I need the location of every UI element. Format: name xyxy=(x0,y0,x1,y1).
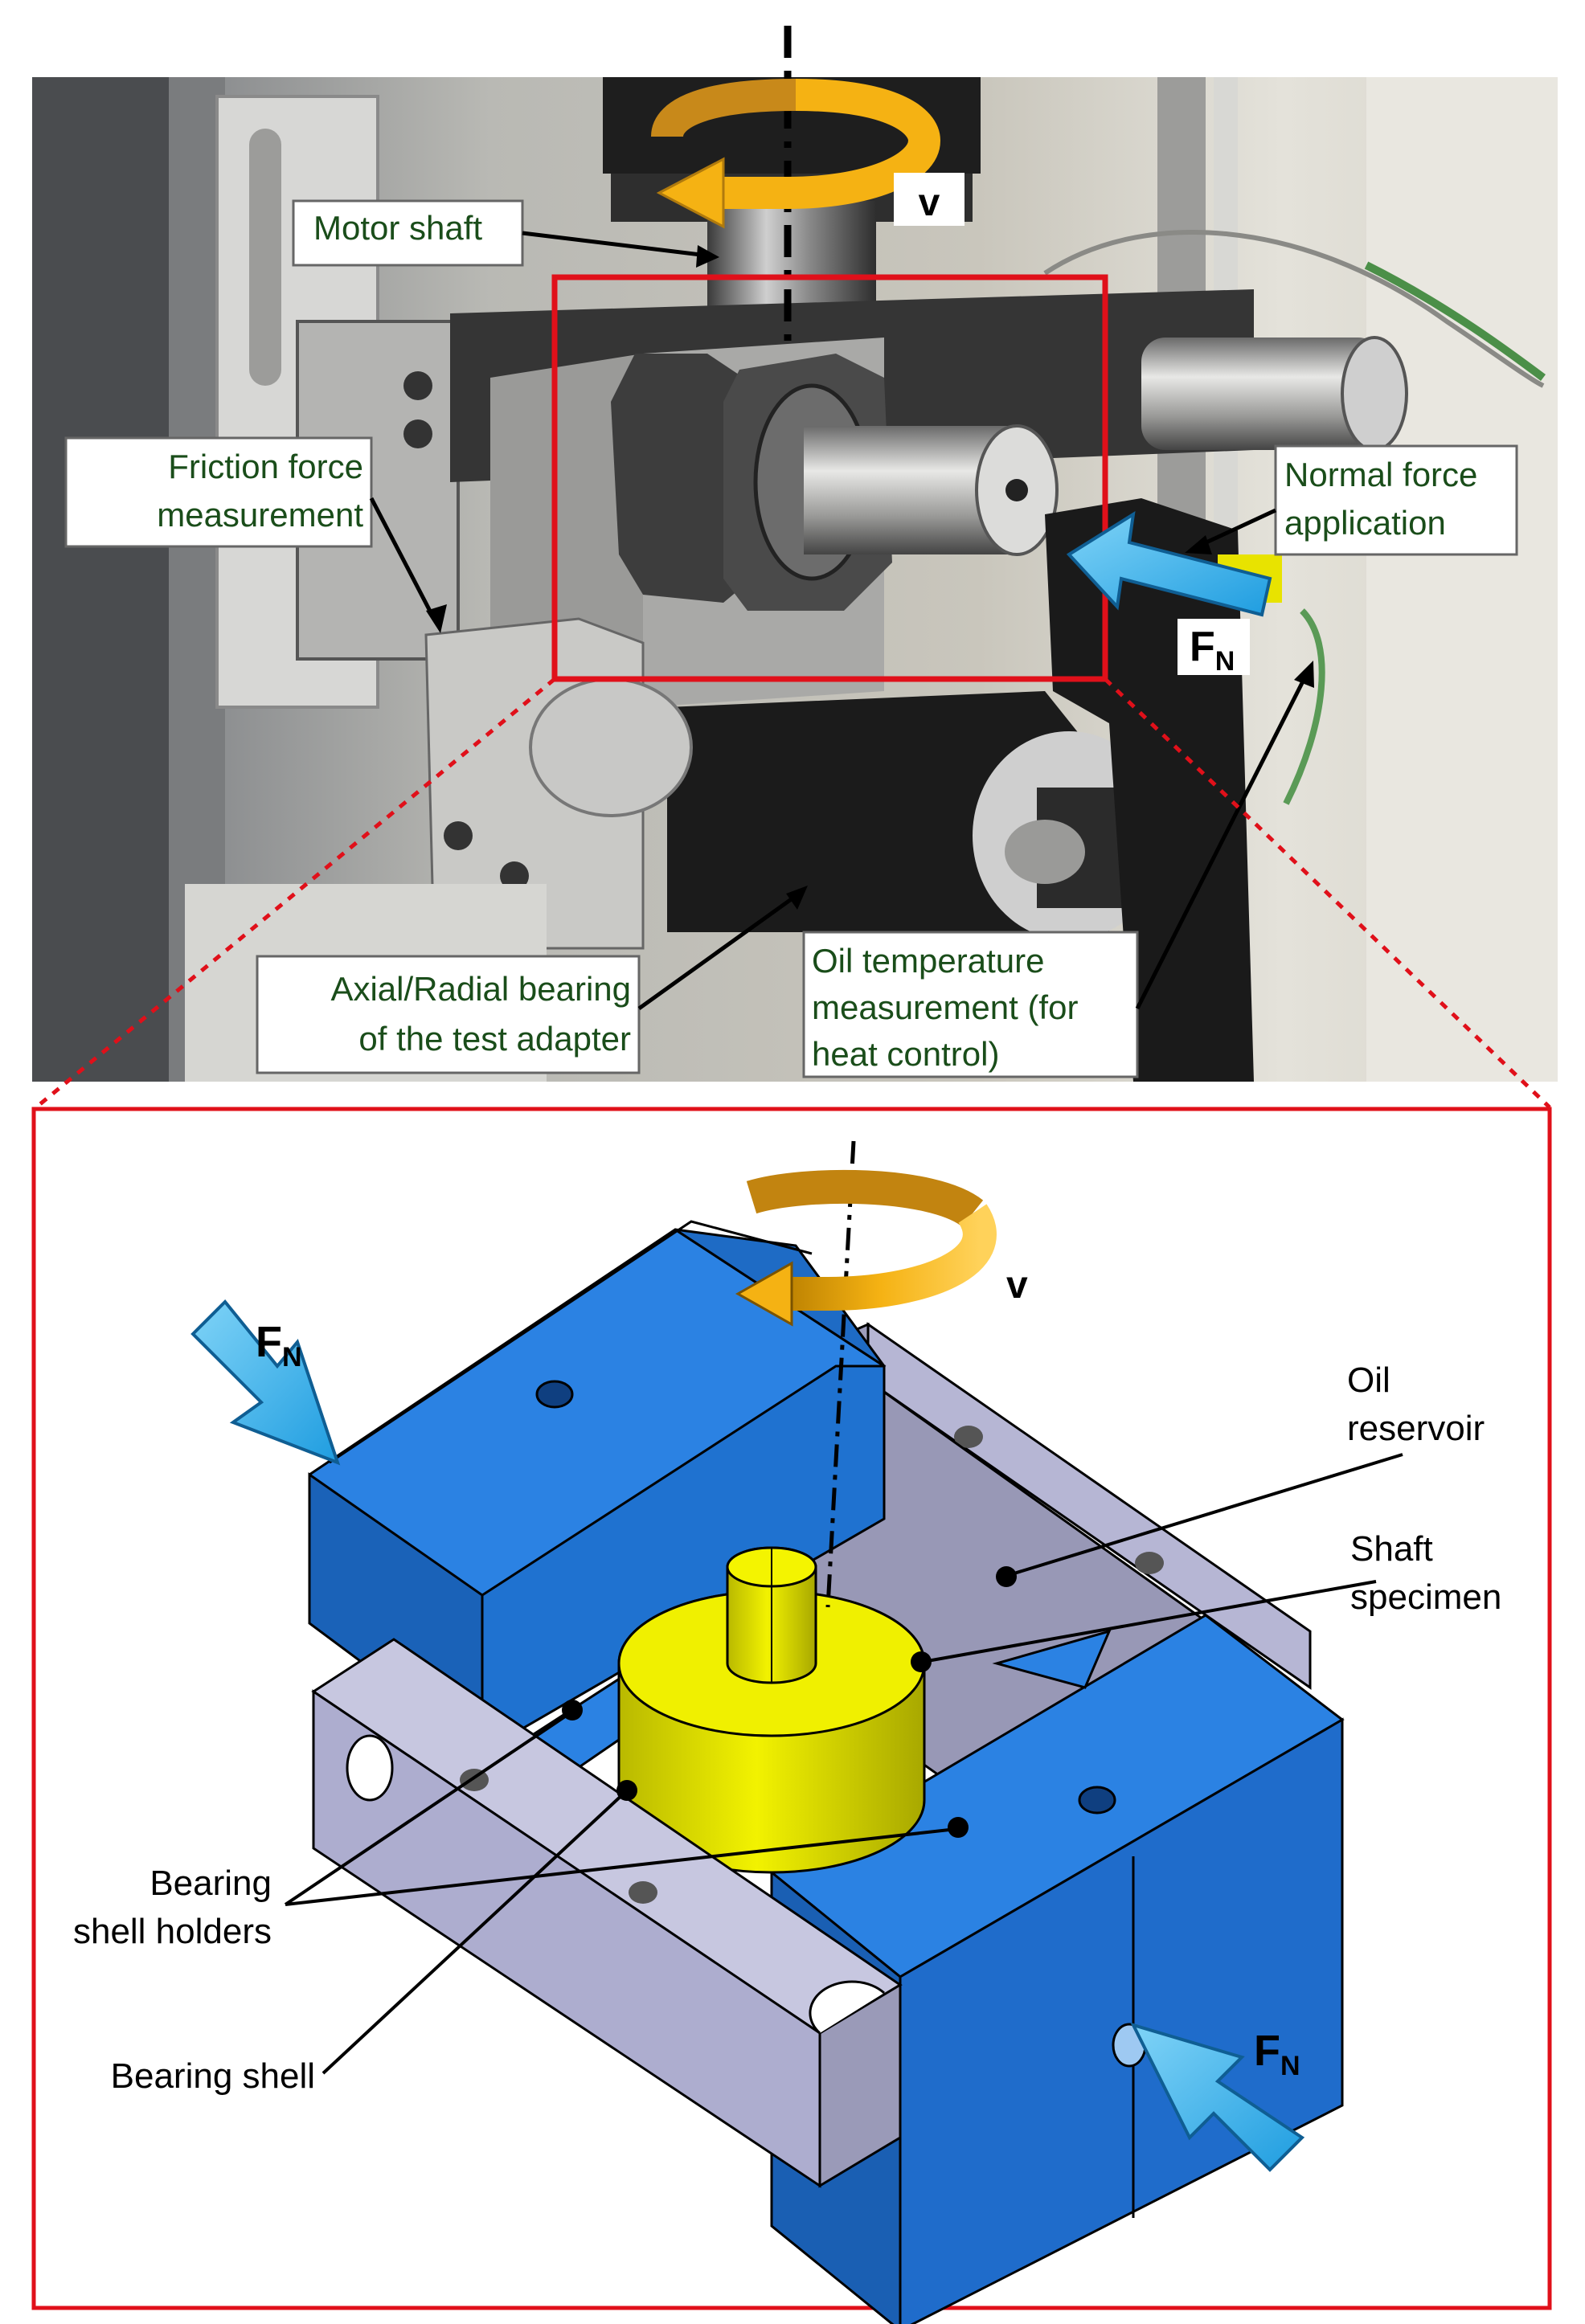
label-normal-force: Normal force application xyxy=(1185,444,1518,556)
right-shaft xyxy=(1141,338,1382,450)
force-label-photo-sub: N xyxy=(1215,646,1235,677)
label-oil-temp-line3: heat control) xyxy=(812,1035,999,1073)
label-friction-force: Friction force measurement xyxy=(64,436,447,633)
green-cable xyxy=(1364,261,1546,382)
knurled-knob xyxy=(529,677,693,817)
label-oil-temperature: Oil temperature measurement (for heat co… xyxy=(802,661,1314,1078)
force-arrow-right xyxy=(1130,2022,1305,2172)
label-shaft-line1: Shaft xyxy=(1350,1529,1433,1569)
label-bshell-text: Bearing shell xyxy=(111,2056,315,2096)
force-arrow-photo xyxy=(1066,511,1272,617)
label-bsh-line1: Bearing xyxy=(149,1864,272,1903)
rotation-arrow-photo xyxy=(651,79,941,229)
bracket-slot xyxy=(249,129,281,386)
zoom-connector-right xyxy=(1104,677,1551,1109)
thermocouple-cable xyxy=(1043,230,1545,388)
green-sensor-cable xyxy=(1283,608,1325,805)
label-oil-temp-line2: measurement (for xyxy=(812,988,1078,1026)
right-wall xyxy=(1366,77,1558,1082)
load-cell-screw-1 xyxy=(403,371,432,400)
velocity-label-cad: v xyxy=(1006,1264,1028,1307)
velocity-label-photo: v xyxy=(919,182,940,224)
label-bearing-shell-holders: Bearing shell holders xyxy=(73,1700,969,1951)
force-label-box-photo xyxy=(1177,619,1250,675)
label-motor-shaft-text: Motor shaft xyxy=(313,209,482,247)
rotation-axis-cad xyxy=(825,1140,856,1608)
label-friction-line2: measurement xyxy=(157,496,363,534)
load-cell-screw-2 xyxy=(403,419,432,448)
test-shaft-center-hole xyxy=(1005,479,1028,501)
label-oil-line1: Oil xyxy=(1347,1360,1390,1400)
label-axial-line1: Axial/Radial bearing xyxy=(330,970,631,1008)
cad-drawing: v FN FN Oil reservoir Shaft specimen Bea… xyxy=(73,1140,1501,2324)
force-label-left-sub: N xyxy=(282,1342,302,1373)
central-block-side xyxy=(490,354,643,707)
force-arrow-left xyxy=(190,1299,341,1466)
label-shaft-specimen: Shaft specimen xyxy=(911,1529,1501,1672)
right-shaft-end xyxy=(1341,336,1408,452)
label-oil-line2: reservoir xyxy=(1347,1409,1485,1448)
rotation-arrow-cad xyxy=(735,1169,997,1327)
zoom-highlight-box xyxy=(551,274,1108,682)
label-axial-radial: Axial/Radial bearing of the test adapter xyxy=(256,886,808,1074)
label-normal-line1: Normal force xyxy=(1284,456,1477,493)
label-bsh-line2: shell holders xyxy=(73,1912,272,1951)
force-label-right: FN xyxy=(1254,2027,1300,2081)
force-label-photo: FN xyxy=(1190,624,1235,677)
label-shaft-line2: specimen xyxy=(1350,1577,1501,1617)
force-label-left-main: F xyxy=(256,1318,282,1366)
label-oil-temp-line1: Oil temperature xyxy=(812,942,1044,980)
force-label-right-main: F xyxy=(1254,2027,1280,2075)
label-friction-line1: Friction force xyxy=(168,448,363,485)
friction-block-hole-2 xyxy=(500,861,529,890)
friction-block-hole-1 xyxy=(444,821,473,850)
force-label-right-sub: N xyxy=(1280,2051,1300,2081)
velocity-label-box-photo xyxy=(894,173,965,226)
label-bearing-shell: Bearing shell xyxy=(111,1780,637,2096)
lower-bolt xyxy=(1005,820,1085,884)
label-normal-line2: application xyxy=(1284,504,1446,542)
label-motor-shaft: Motor shaft xyxy=(292,199,719,268)
force-label-photo-main: F xyxy=(1190,624,1215,670)
force-label-left: FN xyxy=(256,1318,302,1373)
label-axial-line2: of the test adapter xyxy=(358,1020,631,1058)
label-oil-reservoir: Oil reservoir xyxy=(996,1360,1485,1587)
left-frame-column xyxy=(32,77,169,1082)
front-frame xyxy=(311,1638,903,2188)
